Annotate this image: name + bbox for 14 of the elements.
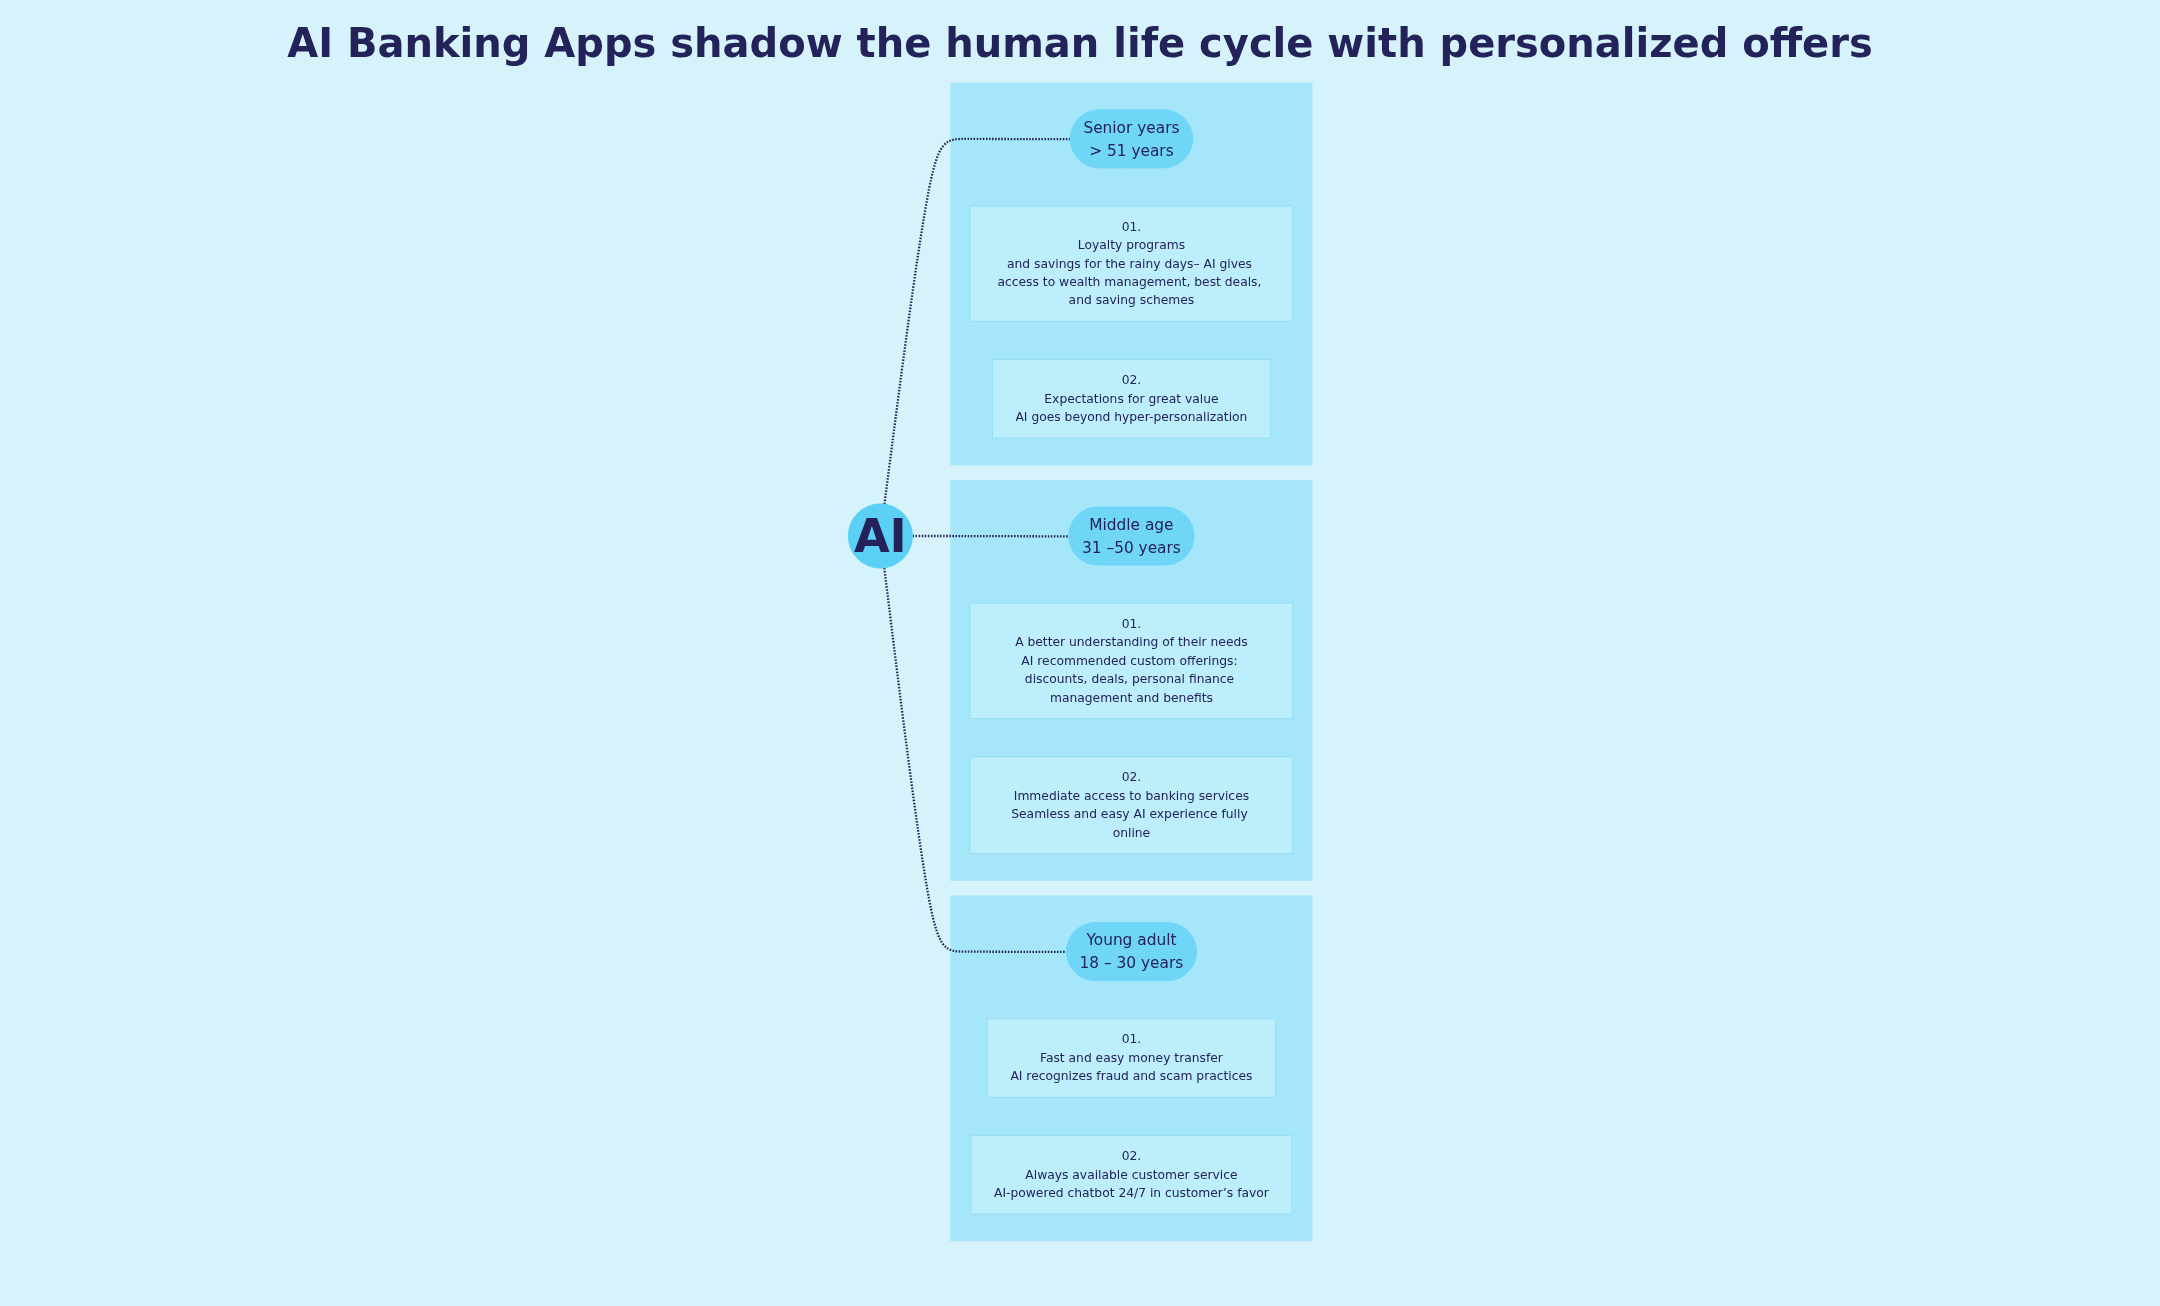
node-box: 01. Fast and easy money transfer AI recognizes fraud and scam practices — [986, 1018, 1276, 1098]
node-box: 01. Loyalty programs and savings for the rainy days– AI gives access to wealth management, best deals, and saving schemes — [969, 205, 1294, 322]
cluster — [950, 895, 1313, 1242]
node-box: 02. Expectations for great value AI goes beyond hyper-personalization — [991, 359, 1271, 439]
cluster — [950, 479, 1313, 881]
cluster — [950, 82, 1313, 466]
node-box: 01. A better understanding of their needs AI recommended custom offerings: discounts, deals, personal finance management and benefits — [969, 602, 1294, 719]
node-box: 02. Immediate access to banking services Seamless and easy AI experience fully online — [969, 756, 1294, 855]
node-circle: AI — [847, 503, 913, 569]
diagram-title: AI Banking Apps shadow the human life cycle with personalized offers — [286, 20, 1874, 66]
node-box: 02. Always available customer service AI-powered chatbot 24/7 in customer’s favor — [970, 1135, 1293, 1215]
connector — [912, 534, 1070, 538]
connector — [883, 137, 1071, 505]
connector — [883, 567, 1067, 954]
